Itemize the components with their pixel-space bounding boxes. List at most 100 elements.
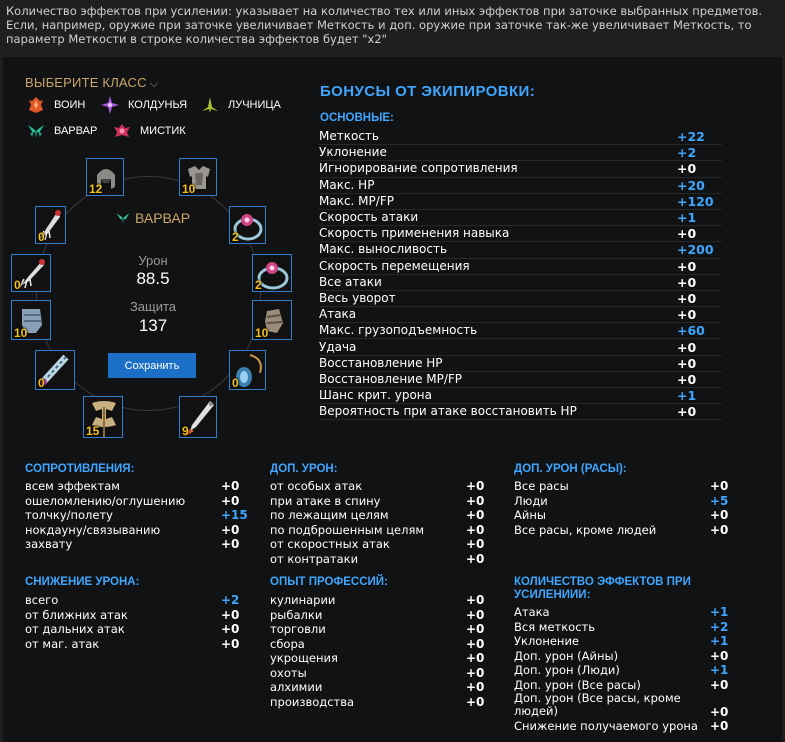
slot-count: 0 (38, 230, 45, 244)
class-option-archer[interactable]: ЛУЧНИЦА (200, 95, 281, 115)
helmet-slot[interactable]: 12 (86, 158, 124, 196)
bonus-label: Макс. MP/FP (319, 193, 394, 208)
list-item-value: +0 (710, 648, 729, 663)
list-item-value: +0 (466, 651, 485, 665)
list-item-label: ошеломлению/оглушению (25, 493, 186, 508)
slot-count: 0 (38, 376, 45, 390)
list-item-label: Все расы, кроме людей (514, 522, 657, 537)
defense-label: Защита (129, 299, 177, 314)
bonus-row: Восстановление HP+0 (319, 356, 722, 372)
list-item-value: +0 (466, 622, 485, 636)
list-item-label: всего (25, 593, 59, 607)
bonus-value: +1 (677, 388, 697, 404)
amulet-slot[interactable]: 0 (229, 350, 266, 390)
bonus-row: Восстановление MP/FP+0 (319, 372, 722, 388)
earring-left-slot[interactable]: 0 (35, 206, 66, 244)
bonus-value: +0 (677, 339, 697, 355)
bonus-label: Макс. грузоподъемность (319, 323, 478, 338)
earring-icon (19, 259, 45, 289)
bracelet-slot[interactable]: 0 (35, 350, 75, 390)
list-item: от дальних атак+0 (25, 622, 240, 637)
list-item-value: +0 (466, 665, 485, 680)
list-item: кулинарии+0 (270, 593, 485, 608)
list-item: Доп. урон (Все расы)+0 (514, 678, 729, 693)
list-item: алхимии+0 (270, 680, 485, 695)
ring-icon (233, 214, 263, 241)
gloves-left-slot[interactable]: 10 (11, 300, 51, 340)
list-item-value: +0 (466, 537, 485, 551)
race-damage-section-title: ДОП. УРОН (РАСЫ): (514, 463, 627, 475)
list-item: по лежащим целям+0 (270, 508, 485, 523)
list-item-value: +1 (710, 663, 729, 677)
profession-exp-section-title: ОПЫТ ПРОФЕССИЙ: (270, 576, 388, 588)
list-item-value: +1 (710, 634, 729, 648)
list-item-label: по лежащим целям (270, 508, 389, 522)
list-item-value: +0 (221, 522, 240, 537)
list-item: Уклонение +1 (514, 634, 729, 649)
list-item-value: +2 (710, 619, 729, 634)
class-option-berserker[interactable]: ВАРВАР (26, 121, 97, 141)
list-item-value: +0 (221, 479, 240, 493)
bonus-label: Восстановление HP (319, 355, 443, 370)
bonus-value: +0 (677, 307, 697, 323)
slot-count: 0 (14, 278, 21, 292)
list-item: всем эффектам+0 (25, 479, 240, 494)
list-item-label: алхимии (270, 680, 323, 694)
extra-damage-section-title: ДОП. УРОН: (270, 463, 338, 475)
list-item-label: укрощения (270, 651, 338, 665)
list-item-label: Доп. урон (Все расы) (514, 677, 641, 692)
list-item-label: Уклонение (514, 634, 580, 648)
gloves-right-slot[interactable]: 10 (252, 300, 292, 340)
bonus-value: +0 (677, 274, 697, 290)
list-item-label: Вся меткость (514, 619, 596, 634)
bonus-label: Атака (319, 307, 357, 322)
class-select-dropdown[interactable]: ВЫБЕРИТЕ КЛАСС⌵ (25, 75, 158, 91)
bonus-value: +2 (677, 145, 697, 161)
bonus-row: Скорость атаки+1 (319, 210, 722, 227)
selected-class: ВАРВАР (115, 210, 190, 226)
bonus-value: +0 (677, 290, 697, 306)
save-button[interactable]: Сохранить (108, 353, 196, 378)
class-option-label: КОЛДУНЬЯ (128, 99, 188, 111)
list-item: Доп. урон (Все расы, кроме людей)+0 (514, 691, 729, 720)
list-item: Снижение получаемого урона+0 (514, 719, 729, 734)
class-option-mystic[interactable]: МИСТИК (112, 121, 186, 141)
list-item: Атака+1 (514, 605, 729, 620)
bonus-row: Весь уворот+0 (319, 290, 722, 308)
list-item-label: рыбалки (270, 607, 323, 622)
class-option-warrior[interactable]: ВОИН (26, 95, 85, 115)
selected-class-label: ВАРВАР (135, 210, 191, 226)
armor-slot[interactable]: 10 (179, 158, 217, 196)
list-item-label: от ближних атак (25, 607, 128, 622)
bonus-row: Шанс крит. урона +1 (319, 388, 722, 405)
list-item-value: +0 (710, 522, 729, 537)
damage-label: Урон (138, 253, 168, 268)
list-item-label: Доп. урон (Все расы, кроме людей) (514, 691, 681, 718)
list-item-label: от скоростных атак (270, 537, 390, 551)
axe-icon (92, 401, 116, 437)
ring-top-slot[interactable]: 2 (229, 206, 266, 244)
bonus-label: Макс. выносливость (319, 242, 448, 257)
bonus-label: Шанс крит. урона (319, 388, 432, 403)
damage-reduction-section-title: СНИЖЕНИЕ УРОНА: (25, 576, 140, 588)
earring-right-slot[interactable]: 0 (11, 254, 51, 292)
mystic-icon (112, 121, 132, 141)
weapon-axe-slot[interactable]: 15 (83, 396, 123, 438)
class-option-sorceress[interactable]: КОЛДУНЬЯ (100, 95, 187, 115)
slot-count: 10 (14, 326, 28, 340)
ring-bottom-slot[interactable]: 2 (252, 254, 292, 292)
list-item: от особых атак+0 (270, 479, 485, 494)
list-item-label: Атака (514, 605, 550, 619)
list-item-label: от контратаки (270, 551, 359, 566)
list-item-label: Все расы (514, 479, 569, 493)
list-item: укрощения +0 (270, 651, 485, 666)
list-item-value: +0 (221, 622, 240, 636)
bonus-value: +120 (677, 193, 714, 209)
secondary-weapon-slot[interactable]: 9 (179, 396, 217, 438)
list-item: производства+0 (270, 695, 485, 710)
bonus-label: Скорость атаки (319, 210, 419, 225)
list-item-label: толчку/полету (25, 508, 113, 522)
